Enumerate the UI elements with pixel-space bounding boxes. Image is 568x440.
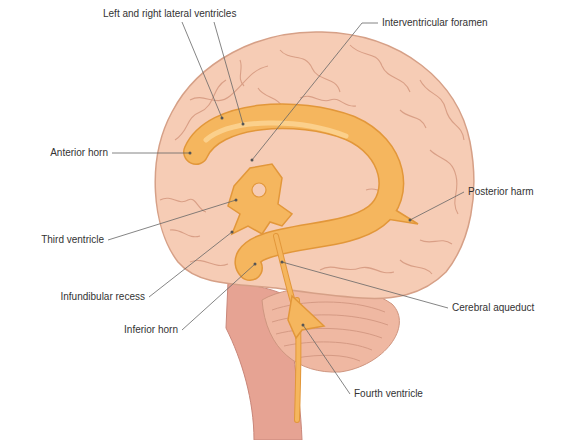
part-label: Posterior harm: [468, 186, 534, 198]
leader-dots: [189, 117, 412, 327]
part-label: Fourth ventricle: [354, 388, 423, 400]
leader-lines: [108, 22, 464, 394]
cerebellum: [262, 287, 399, 372]
part-label: Interventricular foramen: [382, 17, 488, 29]
part-label: Anterior horn: [50, 147, 108, 159]
part-label: Third ventricle: [41, 234, 104, 246]
part-label: Inferior horn: [124, 324, 178, 336]
part-label: Infundibular recess: [61, 291, 146, 303]
ventricle-system: [196, 116, 418, 420]
part-label: Left and right lateral ventricles: [103, 8, 236, 20]
part-label: Cerebral aqueduct: [452, 302, 534, 314]
